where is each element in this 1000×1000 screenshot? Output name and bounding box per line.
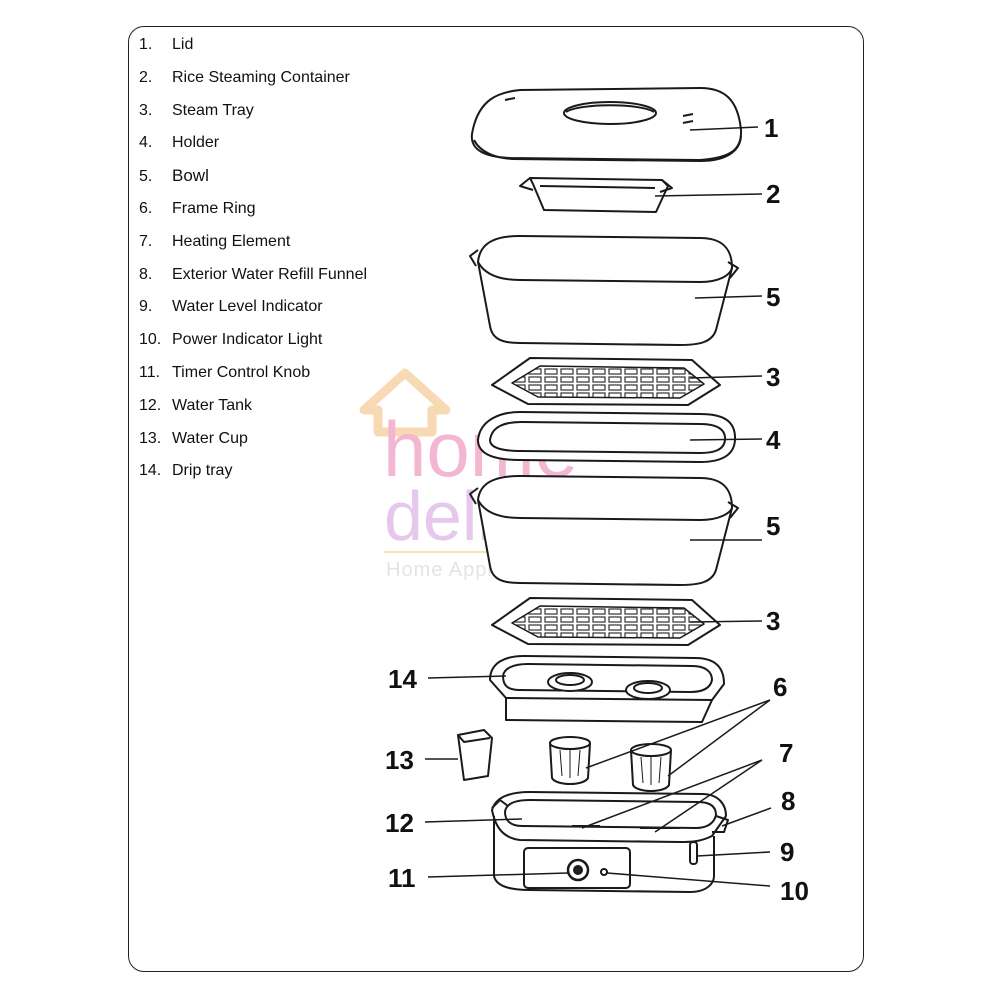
callout-steam-tray-bottom: 3 (766, 606, 780, 636)
callout-bowl-bottom: 5 (766, 511, 780, 541)
parts-list-item: 9. Water Level Indicator (139, 292, 367, 325)
part-number: 6. (139, 199, 153, 217)
callout-power-light: 10 (780, 876, 809, 906)
drip-tray-illustration (489, 655, 725, 723)
callout-heating-element: 7 (779, 738, 793, 768)
parts-list-item: 6. Frame Ring (139, 194, 367, 227)
part-name: Power Indicator Light (172, 331, 323, 349)
diagram-frame (128, 26, 864, 972)
part-name: Water Cup (172, 429, 248, 447)
part-number: 14. (139, 462, 162, 480)
part-number: 5. (139, 168, 153, 186)
part-number: 11. (139, 363, 161, 381)
steam-tray-illustration-bottom (491, 597, 721, 646)
callout-drip-tray: 14 (388, 664, 417, 694)
part-number: 13. (139, 429, 162, 447)
part-name: Lid (172, 36, 194, 53)
part-name: Heating Element (172, 232, 291, 250)
parts-list-item: 5. Bowl (139, 161, 367, 194)
part-name: Timer Control Knob (172, 363, 311, 381)
house-icon (359, 368, 451, 437)
parts-list-item: 2. Rice Steaming Container (139, 63, 367, 96)
parts-list: 1. Lid 2. Rice Steaming Container 3. Steam … (139, 30, 367, 489)
parts-list-item: 14. Drip tray (139, 456, 367, 489)
parts-list-item: 12. Water Tank (139, 391, 367, 424)
lid-illustration (470, 87, 743, 162)
callout-level-indicator: 9 (780, 837, 794, 867)
part-number: 7. (139, 232, 153, 250)
part-name: Water Tank (172, 396, 253, 414)
steam-tray-illustration-top (491, 357, 721, 406)
bowl-illustration-top (469, 235, 739, 346)
rice-container-illustration (519, 177, 673, 213)
part-number: 3. (139, 101, 153, 119)
part-number: 1. (139, 36, 153, 53)
part-name: Steam Tray (172, 101, 254, 119)
callout-water-cup: 13 (385, 745, 414, 775)
part-name: Holder (172, 134, 220, 152)
part-name: Drip tray (172, 462, 233, 480)
callout-steam-tray-top: 3 (766, 362, 780, 392)
parts-list-item: 1. Lid (139, 30, 367, 63)
part-number: 10. (139, 331, 162, 349)
parts-list-item: 10. Power Indicator Light (139, 325, 367, 358)
callout-rice-container: 2 (766, 179, 780, 209)
callout-lid: 1 (764, 113, 778, 143)
parts-list-item: 8. Exterior Water Refill Funnel (139, 260, 367, 293)
part-number: 9. (139, 298, 153, 316)
parts-list-item: 13. Water Cup (139, 424, 367, 457)
part-name: Bowl (172, 166, 209, 186)
callout-refill-funnel: 8 (781, 786, 795, 816)
callout-holder: 4 (766, 425, 781, 455)
callout-water-tank: 12 (385, 808, 414, 838)
part-number: 12. (139, 396, 162, 414)
callout-numbers: 1 2 5 3 4 5 3 14 6 13 7 8 12 9 11 10 (385, 113, 809, 906)
callout-timer-knob: 11 (388, 863, 416, 893)
parts-list-item: 7. Heating Element (139, 227, 367, 260)
frame-ring-illustration (549, 736, 672, 792)
leader-lines (424, 126, 772, 887)
bowl-illustration-bottom (469, 475, 739, 586)
part-name: Exterior Water Refill Funnel (172, 265, 368, 283)
parts-list-item: 3. Steam Tray (139, 96, 367, 129)
parts-list-item: 11. Timer Control Knob (139, 358, 367, 391)
part-name: Rice Steaming Container (172, 68, 350, 86)
part-number: 8. (139, 265, 153, 283)
callout-frame-ring: 6 (773, 672, 787, 702)
parts-list-item: 4. Holder (139, 128, 367, 161)
holder-illustration (477, 411, 737, 463)
part-number: 2. (139, 68, 153, 86)
callout-bowl-top: 5 (766, 282, 780, 312)
water-cup-illustration (457, 729, 493, 781)
part-number: 4. (139, 134, 153, 152)
part-name: Water Level Indicator (172, 298, 323, 316)
part-name: Frame Ring (172, 199, 256, 217)
